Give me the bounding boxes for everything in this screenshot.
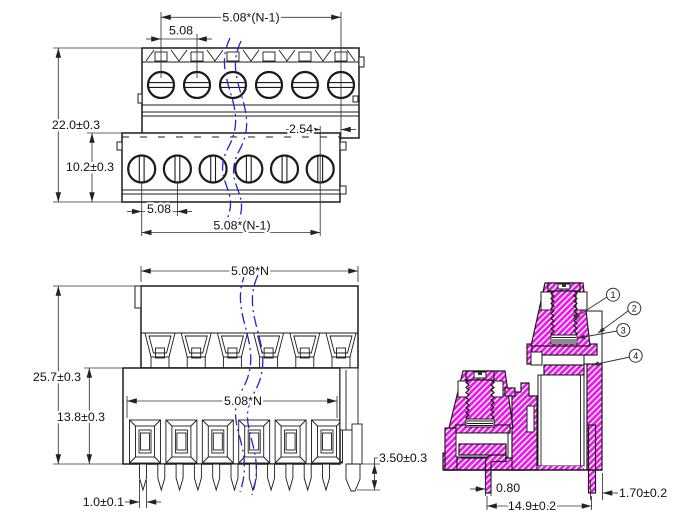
- front-view-pins: [139, 463, 330, 491]
- upper-clamp-washer: [550, 334, 578, 345]
- callout-4-label: 4: [633, 351, 638, 361]
- front-right-tab-2: [339, 185, 347, 195]
- front-view-lower-tier: [122, 367, 341, 465]
- callout-2-label: 2: [632, 304, 637, 314]
- dim-height-total: 22.0±0.3: [52, 118, 100, 132]
- front-view-upper-tier: [140, 285, 359, 369]
- top-view-dimensions: 5.08*(N-1) 5.08 22.0±0.3 10.2±0.3 2.54 5…: [50, 8, 356, 236]
- top-view-front-body: [121, 132, 341, 203]
- rear-left-tab: [137, 93, 143, 104]
- callout-1-label: 1: [610, 290, 615, 300]
- break-line-front-view: [234, 271, 264, 496]
- section-upper-clamp: [526, 282, 603, 494]
- callout-1: 1: [606, 287, 620, 302]
- dim-height-front: 10.2±0.3: [66, 160, 114, 174]
- dim-wall: 1.70±0.2: [619, 486, 667, 500]
- dim-height-total-front: 25.7±0.3: [33, 370, 81, 384]
- section-lower-clamp: [444, 370, 516, 494]
- rear-right-tab: [358, 56, 365, 68]
- front-left-tab: [116, 141, 123, 151]
- dim-width-top: 5.08*N: [231, 264, 269, 278]
- section-view: 1 2 3 4 0.80 14.9±0.2 1.70±0.2: [442, 282, 669, 515]
- front-view: 5.08*N 5.08*N 25.7±0.3 13.8±0.3 1.0±0.1 …: [31, 262, 430, 512]
- section-right-pin: [587, 424, 597, 494]
- top-view: 5.08*(N-1) 5.08 22.0±0.3 10.2±0.3 2.54 5…: [50, 8, 365, 236]
- dim-pin-thickness: 0.80: [496, 481, 520, 495]
- dim-pin-length: 3.50±0.3: [379, 451, 427, 465]
- callout-2: 2: [627, 301, 642, 316]
- section-view-dimensions: 0.80 14.9±0.2 1.70±0.2: [470, 473, 669, 515]
- front-view-dimensions: 5.08*N 5.08*N 25.7±0.3 13.8±0.3 1.0±0.1 …: [31, 262, 430, 512]
- dim-height-lower: 13.8±0.3: [57, 410, 105, 424]
- section-callouts: 1 2 3 4: [572, 287, 643, 366]
- upper-screw-thread: [550, 290, 578, 337]
- dim-pitch-total-bottom: 5.08*(N-1): [213, 219, 270, 233]
- upper-tier-left-step: [134, 285, 142, 309]
- rear-right-notch: [352, 95, 359, 103]
- dim-pitch-top: 5.08: [169, 24, 193, 38]
- break-line-top-view: [222, 37, 248, 229]
- top-view-rear-body: [141, 47, 360, 139]
- dim-pin-width: 1.0±0.1: [83, 495, 124, 509]
- dim-pin-span: 14.9±0.2: [508, 499, 556, 513]
- lower-screw-thread: [465, 379, 495, 421]
- lower-clamp-washer: [465, 418, 495, 428]
- callout-3: 3: [616, 323, 631, 337]
- callout-4: 4: [628, 348, 643, 363]
- dim-pitch-bottom: 5.08: [147, 202, 171, 216]
- callout-3-label: 3: [621, 325, 626, 335]
- dim-width-bottom: 5.08*N: [224, 394, 262, 408]
- front-right-tab-1: [339, 141, 347, 151]
- front-view-right-structure: [339, 367, 363, 492]
- dim-pitch-total-top: 5.08*(N-1): [222, 11, 279, 25]
- dim-offset: 2.54: [289, 122, 313, 136]
